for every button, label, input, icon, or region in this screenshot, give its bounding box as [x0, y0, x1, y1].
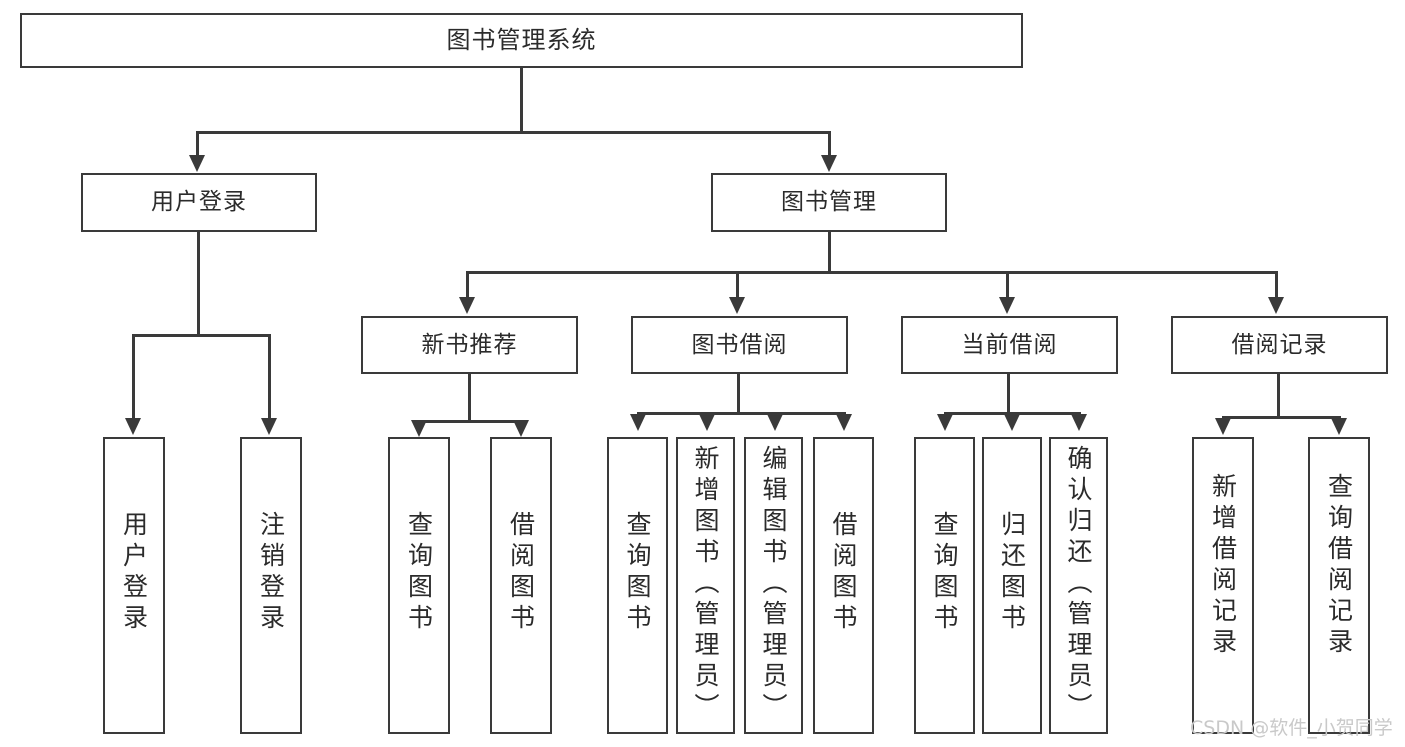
- arrow-to-new-book: [459, 297, 475, 314]
- arrow-borrow-record-leaf-2: [1331, 418, 1347, 435]
- leaf-query-book-current[interactable]: 查询图书: [914, 437, 975, 734]
- edge-to-book-borrow: [736, 271, 739, 299]
- edge-book-borrow-bar: [637, 412, 845, 415]
- node-label: 新增借阅记录: [1208, 473, 1238, 659]
- node-label: 确认归还（管理员）: [1064, 445, 1093, 724]
- node-label: 查询图书: [930, 511, 959, 635]
- leaf-add-borrow-record[interactable]: 新增借阅记录: [1192, 437, 1254, 734]
- node-label: 图书管理: [781, 189, 877, 216]
- node-label: 用户登录: [119, 511, 149, 635]
- node-label: 查询借阅记录: [1324, 473, 1354, 659]
- edge-new-book-trunk: [468, 374, 471, 422]
- node-new-book-recommend[interactable]: 新书推荐: [361, 316, 578, 374]
- edge-user-login-leaf-1: [132, 334, 135, 420]
- node-current-borrow[interactable]: 当前借阅: [901, 316, 1118, 374]
- node-book-borrow[interactable]: 图书借阅: [631, 316, 848, 374]
- edge-borrow-record-trunk: [1277, 374, 1280, 418]
- arrow-user-login-leaf-1: [125, 418, 141, 435]
- node-user-login[interactable]: 用户登录: [81, 173, 317, 232]
- arrow-borrow-record-leaf-1: [1215, 418, 1231, 435]
- edge-root-trunk: [520, 68, 523, 133]
- arrow-to-user-login: [189, 155, 205, 172]
- leaf-borrow-book[interactable]: 借阅图书: [813, 437, 874, 734]
- leaf-user-login[interactable]: 用户登录: [103, 437, 165, 734]
- leaf-query-book-recommend[interactable]: 查询图书: [388, 437, 450, 734]
- edge-new-book-bar: [418, 420, 523, 423]
- arrow-current-borrow-leaf-1: [937, 414, 953, 431]
- arrow-to-book-manage: [821, 155, 837, 172]
- arrow-current-borrow-leaf-2: [1004, 414, 1020, 431]
- edge-root-bar: [196, 131, 831, 134]
- node-borrow-record[interactable]: 借阅记录: [1171, 316, 1388, 374]
- arrow-new-book-leaf-1: [411, 420, 427, 437]
- arrow-current-borrow-leaf-3: [1071, 414, 1087, 431]
- leaf-return-book[interactable]: 归还图书: [982, 437, 1042, 734]
- edge-book-borrow-trunk: [737, 374, 740, 414]
- arrow-new-book-leaf-2: [513, 420, 529, 437]
- edge-to-book-manage: [828, 131, 831, 157]
- arrow-to-borrow-record: [1268, 297, 1284, 314]
- node-label: 用户登录: [151, 189, 247, 216]
- node-label: 借阅图书: [829, 511, 858, 635]
- node-label: 查询图书: [404, 511, 434, 635]
- node-label: 新增图书（管理员）: [691, 445, 720, 724]
- leaf-borrow-book-recommend[interactable]: 借阅图书: [490, 437, 552, 734]
- edge-user-login-bar: [132, 334, 271, 337]
- node-label: 归还图书: [997, 511, 1027, 635]
- arrow-book-borrow-leaf-3: [767, 414, 783, 431]
- leaf-query-borrow-record[interactable]: 查询借阅记录: [1308, 437, 1370, 734]
- edge-current-borrow-trunk: [1007, 374, 1010, 414]
- edge-to-user-login: [196, 131, 199, 157]
- node-label: 借阅记录: [1231, 331, 1328, 358]
- arrow-to-current-borrow: [999, 297, 1015, 314]
- arrow-user-login-leaf-2: [261, 418, 277, 435]
- csdn-watermark: CSDN @软件_小贺同学: [1190, 717, 1393, 739]
- edge-user-login-leaf-2: [268, 334, 271, 420]
- leaf-logout[interactable]: 注销登录: [240, 437, 302, 734]
- node-label: 图书借阅: [691, 331, 788, 358]
- arrow-book-borrow-leaf-2: [699, 414, 715, 431]
- edge-to-new-book: [466, 271, 469, 299]
- node-label: 借阅图书: [506, 511, 536, 635]
- edge-to-current-borrow: [1006, 271, 1009, 299]
- node-label: 当前借阅: [961, 331, 1058, 358]
- node-label: 编辑图书（管理员）: [759, 445, 788, 724]
- arrow-to-book-borrow: [729, 297, 745, 314]
- leaf-query-book-borrow[interactable]: 查询图书: [607, 437, 668, 734]
- edge-book-manage-trunk: [828, 232, 831, 273]
- node-root-system[interactable]: 图书管理系统: [20, 13, 1023, 68]
- node-label: 图书管理系统: [446, 25, 597, 54]
- edge-book-manage-bar: [466, 271, 1278, 274]
- edge-to-borrow-record: [1275, 271, 1278, 299]
- arrow-book-borrow-leaf-4: [836, 414, 852, 431]
- node-label: 查询图书: [623, 511, 652, 635]
- node-book-management[interactable]: 图书管理: [711, 173, 947, 232]
- edge-borrow-record-bar: [1222, 416, 1340, 419]
- node-label: 新书推荐: [421, 331, 518, 358]
- edge-user-login-trunk: [197, 232, 200, 336]
- leaf-add-book-admin[interactable]: 新增图书（管理员）: [676, 437, 735, 734]
- leaf-edit-book-admin[interactable]: 编辑图书（管理员）: [744, 437, 803, 734]
- node-label: 注销登录: [256, 511, 286, 635]
- arrow-book-borrow-leaf-1: [630, 414, 646, 431]
- leaf-confirm-return-admin[interactable]: 确认归还（管理员）: [1049, 437, 1108, 734]
